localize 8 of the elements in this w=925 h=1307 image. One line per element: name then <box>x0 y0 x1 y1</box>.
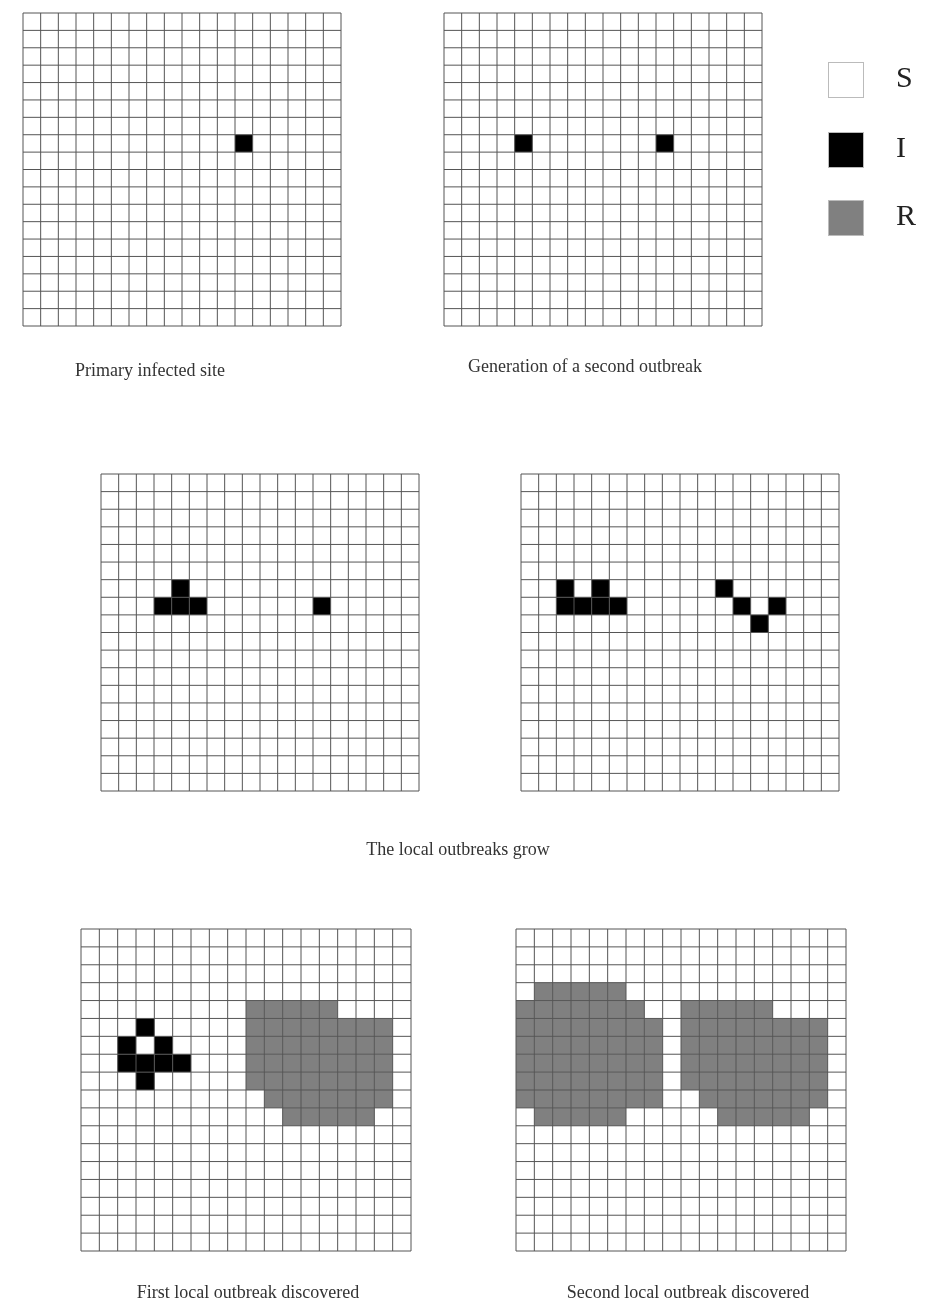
caption: First local outbreak discovered <box>136 1282 360 1303</box>
caption: Primary infected site <box>75 360 225 381</box>
legend-label: I <box>896 130 906 164</box>
legend-label: S <box>896 60 913 94</box>
caption: Generation of a second outbreak <box>468 356 702 377</box>
caption: The local outbreaks grow <box>366 839 550 860</box>
legend-label: R <box>896 198 916 232</box>
caption: Second local outbreak discovered <box>566 1282 810 1303</box>
